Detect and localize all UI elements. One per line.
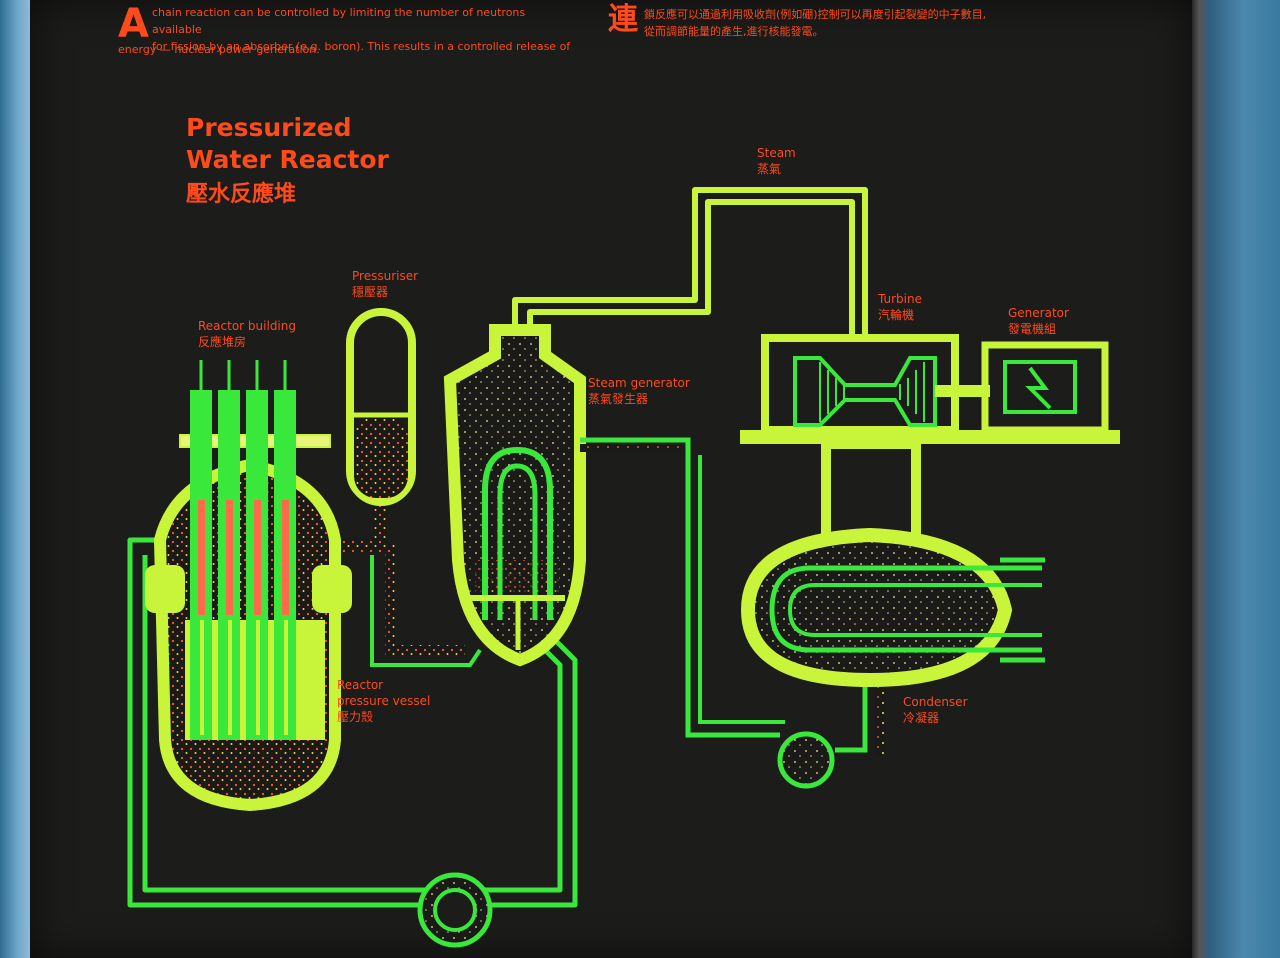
label-generator-cn: 發電機組 xyxy=(1008,322,1057,336)
label-reactor-building-cn: 反應堆房 xyxy=(198,335,247,349)
label-generator: Generator 發電機組 xyxy=(1008,305,1069,337)
label-pressuriser: Pressuriser 穩壓器 xyxy=(352,268,418,300)
diagram-title-cn: 壓水反應堆 xyxy=(186,182,297,207)
label-reactor-vessel-en1: Reactor xyxy=(337,678,384,692)
wall-right xyxy=(1190,0,1280,958)
intro-drop-cap: A xyxy=(118,1,149,47)
label-steam-generator-en: Steam generator xyxy=(588,376,690,390)
label-turbine: Turbine 汽輪機 xyxy=(878,291,922,323)
title-line-1: Pressurized xyxy=(186,113,352,142)
intro-cn-line-2: 從而調節能量的產生,進行核能發電。 xyxy=(644,25,824,38)
intro-line-1: chain reaction can be controlled by limi… xyxy=(152,6,526,36)
label-condenser: Condenser 冷凝器 xyxy=(903,694,968,726)
label-generator-en: Generator xyxy=(1008,306,1069,320)
label-reactor-vessel-cn: 壓力殼 xyxy=(337,710,374,724)
intro-cn-drop-cap: 連 xyxy=(608,2,638,37)
wall-left xyxy=(0,0,30,958)
label-reactor-building: Reactor building 反應堆房 xyxy=(198,318,296,350)
generator-unit xyxy=(981,341,1109,434)
intro-line-3: energy — nuclear power generation. xyxy=(118,43,320,56)
label-condenser-en: Condenser xyxy=(903,695,968,709)
coolant-pump xyxy=(417,872,493,948)
label-turbine-en: Turbine xyxy=(878,292,922,306)
label-steam-generator-cn: 蒸氣發生器 xyxy=(588,392,649,406)
intro-cn-text: 鎖反應可以通過利用吸收劑(例如硼)控制可以再度引起裂變的中子數目, 從而調節能量… xyxy=(644,6,1074,40)
intro-cn-line-1: 鎖反應可以通過利用吸收劑(例如硼)控制可以再度引起裂變的中子數目, xyxy=(644,8,987,21)
title-line-2: Water Reactor xyxy=(186,145,389,174)
label-turbine-cn: 汽輪機 xyxy=(878,308,915,322)
label-pressuriser-cn: 穩壓器 xyxy=(352,285,389,299)
steam-line xyxy=(512,187,868,340)
label-steam-cn: 蒸氣 xyxy=(757,162,782,176)
label-reactor-vessel: Reactor pressure vessel 壓力殼 xyxy=(337,677,430,725)
fuel-rods xyxy=(179,360,331,740)
pressuriser-tank xyxy=(346,308,416,506)
label-steam-generator: Steam generator 蒸氣發生器 xyxy=(588,375,690,407)
label-steam: Steam 蒸氣 xyxy=(757,145,796,177)
label-pressuriser-en: Pressuriser xyxy=(352,269,419,283)
steam-generator xyxy=(443,324,586,667)
intro-line-2: for fission by an absorber (e.g. boron).… xyxy=(152,40,571,53)
condenser xyxy=(740,527,1045,688)
intro-text: chain reaction can be controlled by limi… xyxy=(152,4,572,55)
label-condenser-cn: 冷凝器 xyxy=(903,711,940,725)
diagram-title: Pressurized Water Reactor xyxy=(186,112,389,176)
label-reactor-building-en: Reactor building xyxy=(198,319,296,333)
label-reactor-vessel-en2: pressure vessel xyxy=(337,694,431,708)
feedwater-line xyxy=(580,437,885,789)
label-steam-en: Steam xyxy=(757,146,796,160)
